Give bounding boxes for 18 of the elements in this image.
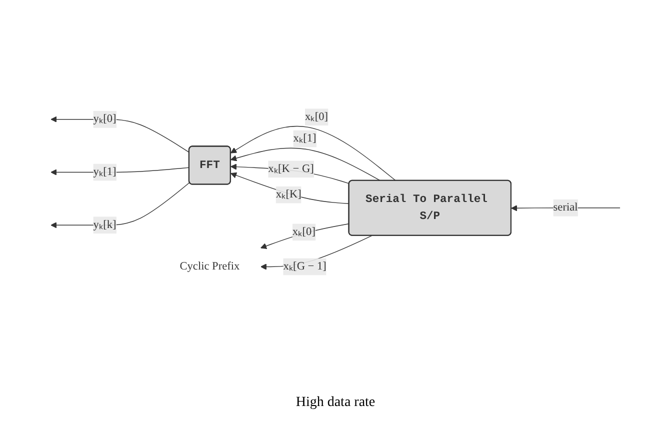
note-text: High data rate <box>296 395 376 410</box>
edge-label: xₖ[0] <box>304 111 328 124</box>
arrow <box>50 168 190 176</box>
arrow <box>50 116 190 154</box>
edge-label: xₖ[0] <box>292 226 316 238</box>
edge-label: serial <box>553 202 578 214</box>
edge-label: xₖ[1] <box>293 132 316 145</box>
arrow <box>50 182 190 229</box>
edge-label: yₖ[1] <box>93 166 116 178</box>
edge-label: yₖ[0] <box>93 113 116 126</box>
node-text: Cyclic Prefix <box>180 260 240 273</box>
edge-label: xₖ[K] <box>276 188 302 201</box>
arrow <box>230 126 396 182</box>
edge-label: xₖ[G − 1] <box>283 260 326 273</box>
arrow <box>230 148 381 182</box>
edge-label: yₖ[k] <box>93 219 116 232</box>
edge-label: xₖ[K − G] <box>268 163 314 176</box>
arrow <box>260 224 350 250</box>
